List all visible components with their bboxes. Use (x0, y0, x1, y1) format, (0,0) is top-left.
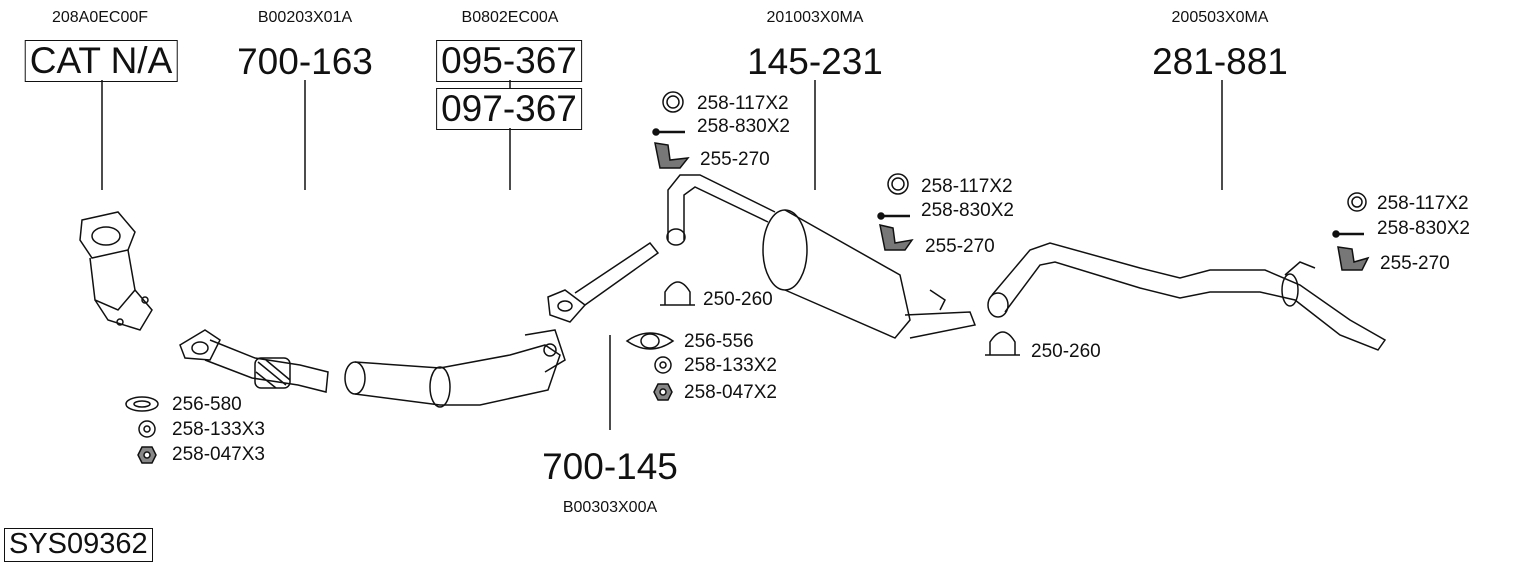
oem-code: B00303X00A (562, 499, 658, 516)
fitting-label[interactable]: 258-047X3 (172, 444, 265, 465)
part-number[interactable]: 145-231 (747, 41, 883, 82)
fitting-label[interactable]: 255-270 (1380, 253, 1450, 274)
particulate-filter-drawing (344, 329, 566, 408)
ring-icon (887, 173, 909, 195)
fitting-label[interactable]: 255-270 (925, 236, 995, 257)
fitting-label[interactable]: 258-830X2 (921, 200, 1014, 221)
oem-code: 208A0EC00F (51, 9, 149, 26)
fitting-label[interactable]: 258-830X2 (697, 116, 790, 137)
hanger-icon (654, 142, 690, 169)
nut-icon (137, 446, 157, 464)
part-number[interactable]: 700-145 (542, 446, 678, 487)
alt-part-number-boxed[interactable]: 097-367 (436, 88, 582, 130)
part-number[interactable]: 700-163 (237, 41, 373, 82)
oem-code: B00203X01A (257, 9, 353, 26)
fitting-label[interactable]: 258-117X2 (921, 176, 1013, 197)
oem-code: B0802EC00A (461, 9, 559, 26)
bolt-icon (1332, 230, 1364, 238)
part-number[interactable]: 281-881 (1152, 41, 1288, 82)
oem-code: 200503X0MA (1171, 9, 1269, 26)
front-pipe-drawing (179, 329, 329, 393)
ring-icon (662, 91, 684, 113)
fitting-label[interactable]: 258-047X2 (684, 382, 777, 403)
system-id: SYS09362 (4, 528, 153, 562)
gasket-icon (125, 396, 159, 412)
clamp-label[interactable]: 250-260 (703, 289, 773, 310)
catalytic-converter-drawing (79, 211, 153, 331)
flange-gasket-icon (625, 332, 675, 350)
fitting-label[interactable]: 258-117X2 (1377, 193, 1469, 214)
clamp-label[interactable]: 250-260 (1031, 341, 1101, 362)
part-number-cat[interactable]: CAT N/A (24, 40, 178, 82)
ring-icon (1347, 192, 1367, 212)
rear-pipe-drawing (987, 242, 1387, 351)
clamp-icon (660, 281, 695, 306)
part-number-boxed[interactable]: 095-367 (436, 40, 582, 82)
oem-code: 201003X0MA (766, 9, 864, 26)
fitting-label[interactable]: 258-830X2 (1377, 218, 1470, 239)
washer-icon (654, 356, 672, 374)
bolt-icon (877, 212, 910, 220)
fitting-label[interactable]: 256-580 (172, 394, 242, 415)
hanger-icon (1337, 246, 1370, 271)
washer-icon (138, 420, 156, 438)
hanger-icon (879, 224, 914, 251)
clamp-icon (985, 331, 1020, 356)
fitting-label[interactable]: 258-133X2 (684, 355, 777, 376)
center-muffler-drawing (666, 174, 977, 339)
nut-icon (653, 383, 673, 401)
fitting-label[interactable]: 258-133X3 (172, 419, 265, 440)
fitting-label[interactable]: 258-117X2 (697, 93, 789, 114)
bolt-icon (652, 128, 685, 136)
intermediate-pipe-drawing (547, 241, 660, 323)
fitting-label[interactable]: 255-270 (700, 149, 770, 170)
fitting-label[interactable]: 256-556 (684, 331, 754, 352)
